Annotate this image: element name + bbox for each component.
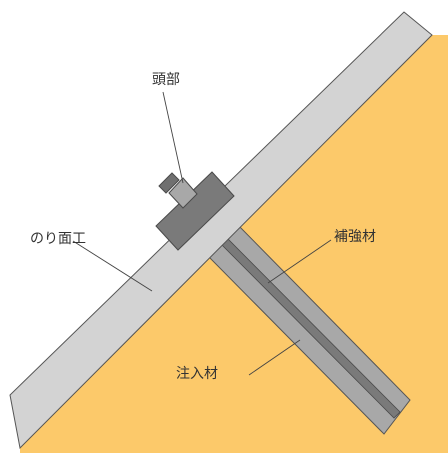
leader-line-head (162, 91, 184, 184)
label-head: 頭部 (152, 72, 180, 88)
bolt-end (158, 172, 180, 194)
leader-line-slope-face (72, 240, 153, 292)
bearing-plate (155, 171, 235, 251)
slope-face-band (9, 11, 433, 450)
leader-line-grout (248, 339, 301, 376)
label-grout: 注入材 (176, 366, 218, 382)
label-reinforcement: 補強材 (334, 229, 376, 245)
nut (168, 177, 198, 209)
leader-line-reinforcement (267, 239, 332, 284)
label-slope-face: のり面工 (30, 231, 86, 247)
